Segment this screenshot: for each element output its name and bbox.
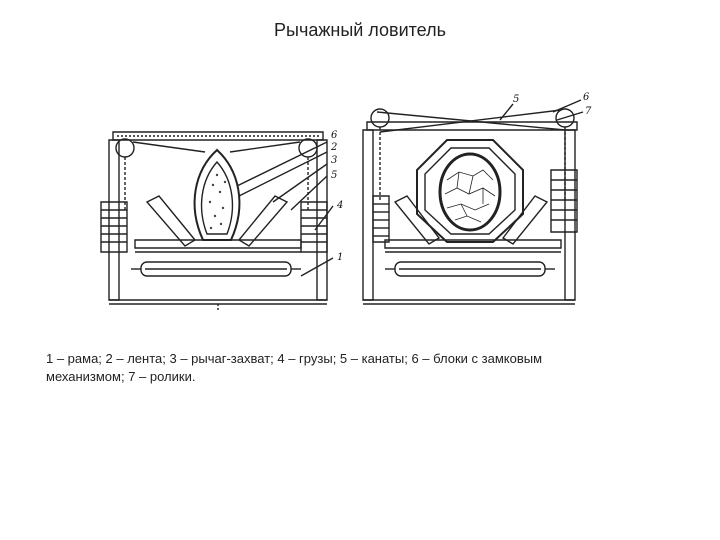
label-2: 2 <box>330 142 337 153</box>
slide-title: Рычажный ловитель <box>274 20 446 40</box>
left-weights-right <box>301 202 327 252</box>
label-1: 1 <box>337 252 343 263</box>
right-weights-left <box>373 196 389 242</box>
label-5: 5 <box>331 170 337 181</box>
label-right-5: 5 <box>513 94 519 105</box>
caption-line-2: механизмом; 7 – ролики. <box>46 369 196 384</box>
lever-catcher-diagram: 6 2 3 5 4 1 5 6 7 <box>95 92 592 315</box>
label-right-7: 7 <box>585 106 592 117</box>
right-labels: 5 6 7 <box>513 92 592 117</box>
label-4: 4 <box>336 200 343 211</box>
right-unit <box>363 100 583 304</box>
label-6: 6 <box>331 130 338 141</box>
left-unit <box>101 132 333 312</box>
right-weights-right <box>551 170 577 232</box>
left-labels: 6 2 3 5 4 1 <box>330 130 343 263</box>
figure-caption: 1 – рама; 2 – лента; 3 – рычаг-захват; 4… <box>46 350 646 386</box>
caption-line-1: 1 – рама; 2 – лента; 3 – рычаг-захват; 4… <box>46 351 543 366</box>
label-right-6: 6 <box>583 92 590 103</box>
label-3: 3 <box>331 155 337 166</box>
left-weights-left <box>101 202 127 252</box>
